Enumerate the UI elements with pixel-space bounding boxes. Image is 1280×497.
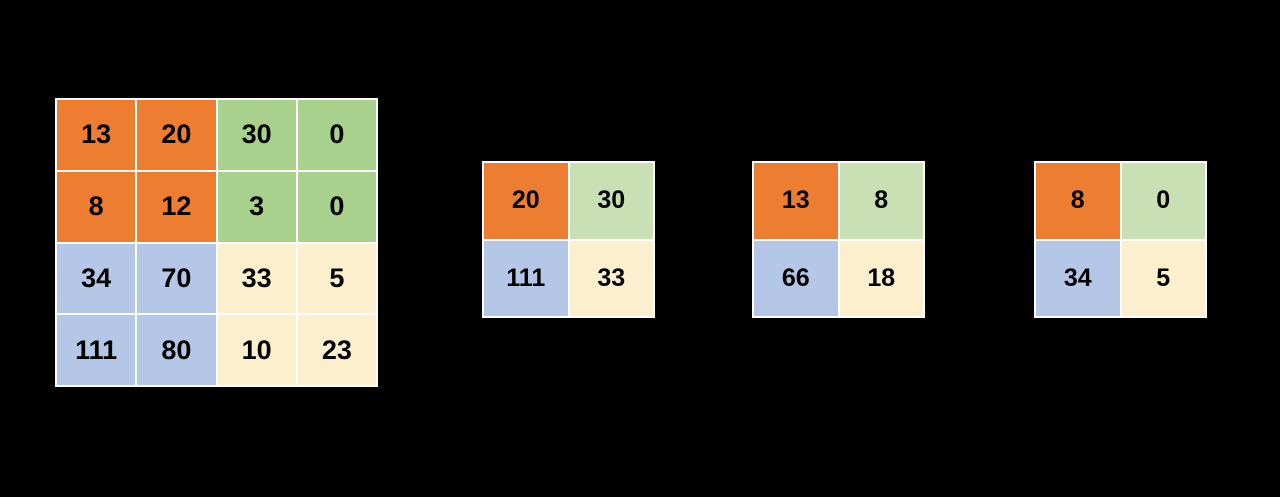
input-cell-r2c2: 33: [217, 243, 296, 314]
input-cell-r2c0: 34: [57, 243, 136, 314]
sum-pooling-output-grid: 13 8 66 18: [752, 161, 925, 318]
max-cell-r0c0: 20: [484, 163, 568, 239]
min-cell-r1c0: 34: [1036, 240, 1120, 316]
min-cell-r1c1: 5: [1121, 240, 1205, 316]
input-cell-r3c1: 80: [137, 315, 216, 385]
min-cell-r0c1: 0: [1121, 163, 1205, 239]
input-cell-r3c0: 111: [57, 315, 136, 385]
min-cell-r0c0: 8: [1036, 163, 1120, 239]
max-cell-r0c1: 30: [569, 163, 653, 239]
input-cell-r1c0: 8: [57, 171, 136, 242]
input-cell-r1c3: 0: [297, 171, 376, 242]
input-cell-r1c1: 12: [137, 171, 216, 242]
max-cell-r1c1: 33: [569, 240, 653, 316]
input-cell-r3c2: 10: [217, 315, 296, 385]
input-cell-r1c2: 3: [217, 171, 296, 242]
max-pooling-output-grid: 20 30 111 33: [482, 161, 655, 318]
input-cell-r2c1: 70: [137, 243, 216, 314]
sum-cell-r0c0: 13: [754, 163, 838, 239]
input-cell-r3c3: 23: [297, 315, 376, 385]
input-cell-r0c3: 0: [297, 100, 376, 170]
input-feature-map-grid: 13 20 30 0 8 12 3 0 34 70 33 5 111 80 10…: [55, 98, 378, 387]
max-cell-r1c0: 111: [484, 240, 568, 316]
sum-cell-r1c0: 66: [754, 240, 838, 316]
input-cell-r0c1: 20: [137, 100, 216, 170]
sum-cell-r1c1: 18: [839, 240, 923, 316]
sum-cell-r0c1: 8: [839, 163, 923, 239]
input-cell-r2c3: 5: [297, 243, 376, 314]
input-cell-r0c2: 30: [217, 100, 296, 170]
min-pooling-output-grid: 8 0 34 5: [1034, 161, 1207, 318]
input-cell-r0c0: 13: [57, 100, 136, 170]
